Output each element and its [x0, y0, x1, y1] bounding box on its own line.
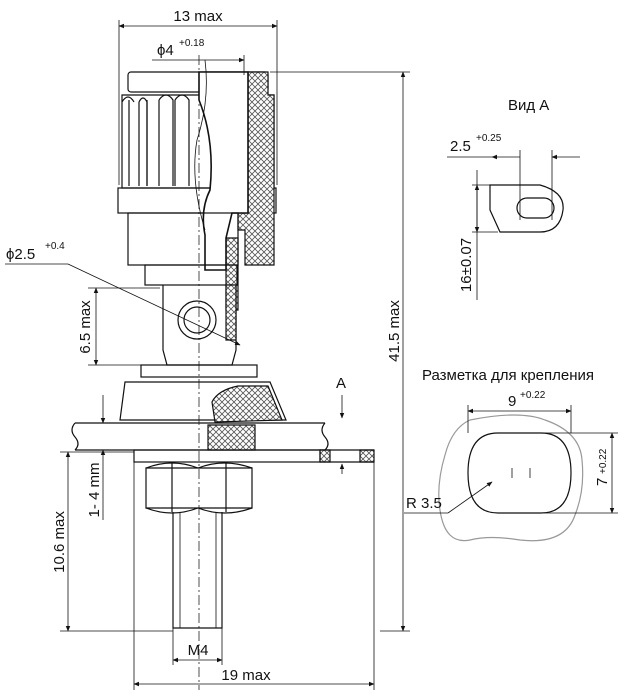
section-marker-a: A — [336, 375, 346, 392]
mounting-height-tol: +0.22 — [598, 448, 609, 474]
mounting-template: Разметка для крепления 9 +0.22 7 +0.22 R… — [404, 367, 618, 542]
insulator — [119, 381, 287, 423]
mounting-title: Разметка для крепления — [422, 367, 594, 384]
dim-base-width: 19 max — [221, 667, 271, 684]
dim-hole-dia: ϕ2.5 — [6, 246, 35, 263]
dimensions: 13 max ϕ4 +0.18 ϕ2.5 +0.4 6.5 max 41.5 m… — [5, 8, 410, 690]
stem — [162, 284, 237, 366]
view-a-slot-width: 2.5 — [450, 138, 471, 155]
view-a-slot-length: 16±0.07 — [458, 238, 475, 292]
dim-bore-tol: +0.18 — [179, 38, 205, 49]
dim-hole-tol: +0.4 — [45, 241, 65, 252]
section-cut — [194, 59, 275, 311]
view-a: Вид А 2.5 +0.25 16±0.07 — [447, 97, 580, 300]
dim-thread: M4 — [188, 642, 209, 659]
view-a-slot-width-tol: +0.25 — [476, 133, 502, 144]
main-view — [71, 55, 375, 690]
dim-lower-height: 10.6 max — [51, 511, 68, 573]
mounting-width-tol: +0.22 — [520, 390, 546, 401]
view-a-title: Вид А — [508, 97, 549, 114]
dim-width-top: 13 max — [173, 8, 223, 25]
dim-panel-range: 1- 4 mm — [86, 462, 103, 517]
dim-total-height: 41.5 max — [386, 300, 403, 362]
mounting-width: 9 — [508, 393, 516, 410]
dim-hole-span: 6.5 max — [77, 300, 94, 354]
hex-nut — [145, 462, 253, 514]
panel — [71, 422, 375, 463]
dim-bore-dia: ϕ4 — [157, 42, 174, 59]
threaded-stud — [172, 512, 223, 629]
mounting-height: 7 — [594, 478, 611, 486]
mounting-radius: R 3.5 — [406, 495, 442, 512]
